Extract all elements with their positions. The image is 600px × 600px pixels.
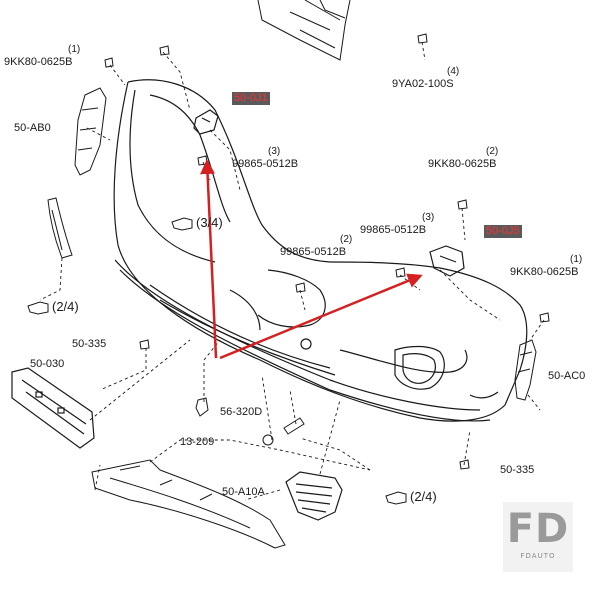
watermark-logo-mark: FD: [506, 506, 570, 552]
front-bumper: [113, 79, 528, 422]
part-code-50-A10A: 50-A10A: [222, 486, 265, 498]
part-code-50-AB0: 50-AB0: [14, 122, 51, 134]
arrow-to-right-clip: [219, 273, 423, 360]
part-code-50-0J5: 50-0J5: [484, 225, 522, 238]
lower-grille-50-A10A: [285, 471, 343, 521]
fasteners: [104, 33, 550, 470]
part-code-99865-top: 99865-0512B: [232, 158, 299, 170]
qty-9KK80-right: (1): [570, 254, 583, 265]
part-code-9KK80-top-left: 9KK80-0625B: [4, 56, 73, 68]
page-ref-note: (2/4): [410, 489, 437, 504]
page-ref-note: (2/4): [52, 299, 79, 314]
watermark-logo-text: FDAUTO: [520, 552, 556, 560]
part-code-9YA02: 9YA02-100S: [392, 78, 454, 90]
qty-9YA02: (4): [447, 66, 460, 77]
part-code-50-335-left: 50-335: [72, 338, 107, 350]
part-code-99865-mid: 99865-0512B: [280, 246, 347, 258]
qty-9KK80-right-mid: (2): [486, 146, 499, 157]
part-code-50-335-right: 50-335: [500, 464, 535, 476]
clip-50-0J1: [193, 109, 219, 135]
qty-99865-right: (3): [422, 212, 435, 223]
page-ref-note: (3/4): [196, 215, 223, 230]
hand-pointer-icon: [27, 217, 407, 505]
qty-99865-mid: (2): [340, 234, 353, 245]
part-code-50-AC0: 50-AC0: [548, 370, 586, 382]
indicator-arrows: [200, 159, 423, 360]
right-bracket-50-AC0: [514, 339, 537, 401]
left-side-garnish: [47, 197, 73, 259]
part-code-13-209: 13-209: [180, 436, 215, 448]
left-bracket-50-AB0: [74, 87, 107, 176]
part-code-9KK80-right-mid: 9KK80-0625B: [428, 158, 497, 170]
upper-grille-fragment: [257, 0, 351, 61]
watermark-logo: FD FDAUTO: [503, 502, 573, 572]
arrow-to-left-clip: [200, 159, 218, 359]
license-plate-bracket: [11, 367, 95, 449]
part-code-50-0J1: 50-0J1: [232, 92, 270, 105]
part-code-99865-right: 99865-0512B: [360, 224, 427, 236]
part-code-50-030: 50-030: [30, 358, 65, 370]
qty-9KK80-top-left: (1): [68, 44, 81, 55]
under-cover: [91, 459, 286, 549]
clip-50-0J5: [429, 245, 465, 277]
qty-99865-top: (3): [268, 146, 281, 157]
part-code-56-320D: 56-320D: [220, 406, 263, 418]
part-code-9KK80-right: 9KK80-0625B: [510, 266, 579, 278]
